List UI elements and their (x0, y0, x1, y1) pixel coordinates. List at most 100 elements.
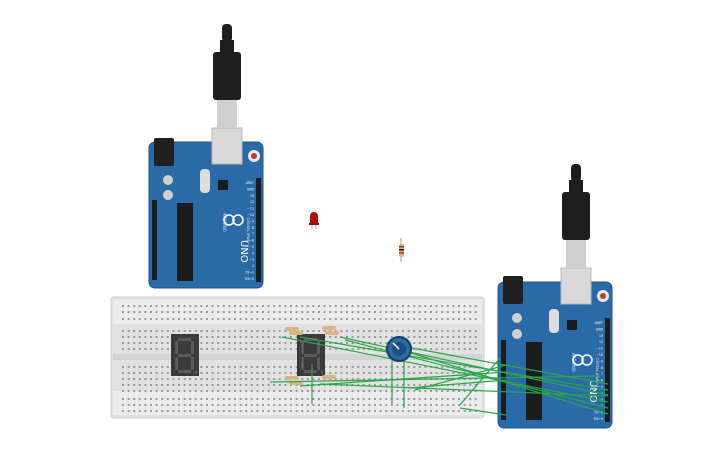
usb-chip (567, 320, 577, 330)
breadboard-hole (435, 336, 438, 338)
breadboard-hole (127, 378, 130, 380)
breadboard-hole (256, 318, 259, 320)
breadboard-hole (463, 384, 466, 386)
breadboard-hole (402, 372, 404, 374)
breadboard-hole (211, 311, 214, 313)
red-led[interactable] (309, 212, 319, 229)
pin-label: AREF (595, 321, 603, 325)
breadboard-hole (334, 404, 337, 406)
breadboard-hole (267, 305, 270, 307)
breadboard-hole (183, 330, 186, 332)
breadboard-hole (329, 348, 332, 350)
breadboard-hole (396, 330, 399, 332)
breadboard-hole (278, 398, 281, 400)
breadboard-hole (402, 384, 404, 386)
breadboard-hole (267, 410, 270, 412)
breadboard-hole (138, 378, 141, 380)
breadboard-hole (469, 410, 472, 412)
breadboard-hole (312, 410, 315, 412)
breadboard-hole (217, 372, 220, 374)
breadboard-hole (239, 366, 242, 368)
breadboard-hole (166, 390, 169, 392)
breadboard-hole (323, 311, 326, 313)
breadboard-hole (329, 311, 332, 313)
breadboard-hole (469, 390, 472, 392)
breadboard-hole (301, 410, 304, 412)
breadboard-hole (161, 366, 164, 368)
breadboard-hole (138, 348, 141, 350)
breadboard-hole (278, 390, 281, 392)
breadboard-hole (418, 410, 421, 412)
breadboard-hole (138, 330, 141, 332)
breadboard-hole (127, 398, 130, 400)
breadboard-hole (374, 311, 376, 313)
breadboard-hole (301, 404, 304, 406)
breadboard-hole (206, 384, 208, 386)
breadboard-hole (245, 366, 248, 368)
reset-button-cap[interactable] (251, 153, 257, 159)
breadboard-hole (295, 410, 298, 412)
breadboard-hole (228, 378, 231, 380)
breadboard-hole (284, 311, 287, 313)
breadboard-hole (379, 378, 382, 380)
breadboard-hole (374, 410, 376, 412)
breadboard-hole (200, 384, 203, 386)
breadboard-hole (262, 336, 264, 338)
breadboard-hole (172, 305, 175, 307)
reset-button-cap[interactable] (600, 293, 606, 299)
breadboard-hole (239, 336, 242, 338)
pin-label: ~9 (249, 219, 254, 223)
breadboard-hole (262, 366, 264, 368)
breadboard-hole (424, 330, 427, 332)
breadboard-hole (250, 311, 253, 313)
breadboard-hole (424, 366, 427, 368)
breadboard-hole (222, 348, 225, 350)
breadboard-hole (306, 330, 309, 332)
breadboard-hole (368, 410, 371, 412)
breadboard-hole (127, 342, 130, 344)
breadboard-hole (239, 404, 242, 406)
seven-segment-display-left[interactable] (171, 334, 199, 376)
breadboard-hole (262, 318, 264, 320)
arduino-board-left[interactable]: UNO ARDUINO DIGITAL (PWM~) AREFGND1312~1… (148, 127, 264, 289)
breadboard-hole (418, 384, 421, 386)
breadboard-hole (234, 336, 236, 338)
usb-cable-right[interactable] (562, 164, 590, 268)
breadboard-hole (273, 311, 276, 313)
breadboard-hole (262, 390, 264, 392)
breadboard-hole (351, 318, 354, 320)
resistor[interactable] (399, 238, 404, 262)
breadboard-hole (435, 404, 438, 406)
breadboard-hole (334, 410, 337, 412)
breadboard-hole (469, 348, 472, 350)
breadboard-hole (273, 378, 276, 380)
breadboard-hole (239, 410, 242, 412)
breadboard-hole (379, 366, 382, 368)
breadboard-hole (396, 384, 399, 386)
breadboard-hole (413, 330, 416, 332)
breadboard-hole (379, 336, 382, 338)
breadboard-hole (290, 372, 292, 374)
breadboard-hole (402, 311, 404, 313)
breadboard-hole (222, 342, 225, 344)
breadboard-hole (390, 404, 393, 406)
pin-label: TX→1 (593, 411, 603, 415)
breadboard-hole (122, 378, 124, 380)
breadboard-hole (323, 330, 326, 332)
breadboard-hole (368, 366, 371, 368)
breadboard-hole (295, 336, 298, 338)
breadboard-hole (222, 336, 225, 338)
usb-port (560, 267, 592, 305)
breadboard-hole (418, 305, 421, 307)
breadboard-hole (155, 330, 158, 332)
breadboard-hole (362, 336, 365, 338)
breadboard-hole (351, 404, 354, 406)
breadboard-hole (357, 330, 360, 332)
usb-cable-left[interactable] (213, 24, 241, 128)
breadboard-hole (469, 305, 472, 307)
potentiometer[interactable] (386, 336, 412, 362)
breadboard-hole (351, 348, 354, 350)
breadboard-hole (379, 384, 382, 386)
breadboard-hole (306, 305, 309, 307)
